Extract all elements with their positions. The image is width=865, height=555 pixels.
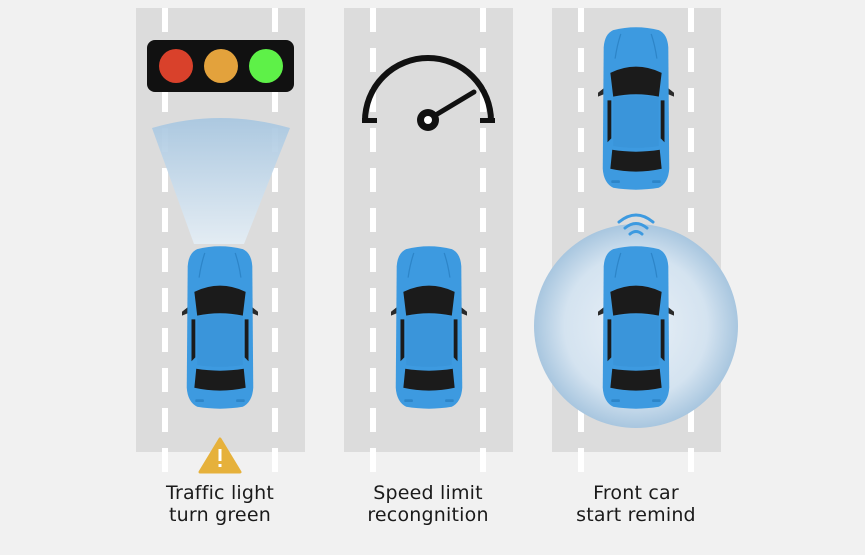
lane-dash	[480, 48, 486, 72]
panel-traffic-light	[136, 8, 305, 474]
caption-line-1: Traffic light	[165, 482, 275, 504]
lane-dash	[272, 168, 278, 192]
lane-dash	[578, 48, 584, 72]
lane-dash	[578, 168, 584, 192]
lane-dash	[162, 328, 168, 352]
lane-dash	[370, 368, 376, 392]
lane-dash	[688, 448, 694, 472]
lane-dash	[162, 408, 168, 432]
green-light	[249, 49, 283, 83]
lane-dash	[162, 168, 168, 192]
lane-markings	[370, 8, 486, 472]
lane-dash	[272, 288, 278, 312]
camera-view-beam	[152, 118, 290, 244]
lane-dash	[480, 88, 486, 112]
lane-dash	[370, 408, 376, 432]
panel-speed-limit	[344, 8, 513, 472]
lane-dash	[370, 208, 376, 232]
lane-dash	[272, 248, 278, 272]
lane-dash	[480, 128, 486, 152]
lane-dash	[370, 128, 376, 152]
lane-dash	[480, 248, 486, 272]
own-car-icon	[597, 245, 675, 410]
lane-dash	[162, 208, 168, 232]
lane-dash	[688, 48, 694, 72]
caption-traffic-light: Traffic light turn green	[110, 482, 330, 526]
lane-dash	[688, 8, 694, 32]
lane-dash	[162, 368, 168, 392]
caption-line-2: recongnition	[367, 504, 489, 526]
lane-dash	[272, 208, 278, 232]
traffic-light-icon	[147, 40, 294, 92]
lane-dash	[162, 448, 168, 472]
lane-dash	[272, 368, 278, 392]
caption-line-2: turn green	[169, 504, 271, 526]
caption-speed-limit: Speed limit recongnition	[318, 482, 538, 526]
caption-front-car: Front car start remind	[526, 482, 746, 526]
lane-dash	[370, 328, 376, 352]
front-car-icon	[597, 26, 675, 191]
lane-dash	[578, 208, 584, 232]
caption-line-1: Speed limit	[373, 482, 483, 504]
wireless-signal-icon	[617, 213, 655, 236]
panel-front-car	[534, 8, 738, 472]
caption-line-1: Front car	[593, 482, 679, 504]
lane-dash	[162, 8, 168, 32]
lane-dash	[370, 48, 376, 72]
lane-dash	[272, 448, 278, 472]
lane-dash	[272, 88, 278, 112]
warning-triangle-icon	[198, 437, 242, 474]
own-car-icon	[390, 245, 468, 410]
lane-dash	[688, 408, 694, 432]
caption-line-2: start remind	[576, 504, 696, 526]
lane-dash	[578, 128, 584, 152]
lane-dash	[370, 448, 376, 472]
lane-dash	[688, 208, 694, 232]
lane-dash	[578, 448, 584, 472]
lane-dash	[480, 408, 486, 432]
red-light	[159, 49, 193, 83]
lane-dash	[162, 288, 168, 312]
speedometer-icon	[362, 55, 495, 131]
lane-dash	[480, 8, 486, 32]
lane-dash	[370, 168, 376, 192]
lane-dash	[480, 168, 486, 192]
lane-dash	[480, 448, 486, 472]
amber-light	[204, 49, 238, 83]
lane-dash	[370, 248, 376, 272]
lane-dash	[162, 248, 168, 272]
lane-dash	[272, 8, 278, 32]
lane-dash	[688, 88, 694, 112]
lane-dash	[578, 88, 584, 112]
lane-dash	[272, 408, 278, 432]
lane-dash	[162, 88, 168, 112]
lane-dash	[688, 128, 694, 152]
lane-dash	[480, 368, 486, 392]
lane-dash	[578, 8, 584, 32]
lane-dash	[480, 328, 486, 352]
lane-dash	[480, 208, 486, 232]
lane-dash	[480, 288, 486, 312]
own-car-icon	[181, 245, 259, 410]
lane-dash	[578, 408, 584, 432]
lane-dash	[370, 88, 376, 112]
lane-dash	[272, 328, 278, 352]
lane-dash	[370, 8, 376, 32]
lane-dash	[688, 168, 694, 192]
lane-dash	[370, 288, 376, 312]
